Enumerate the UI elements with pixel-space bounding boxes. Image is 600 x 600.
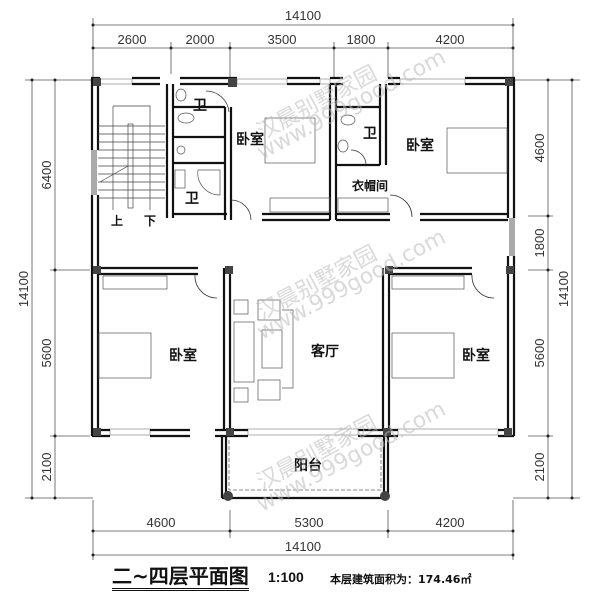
- dim-right-2: 1800: [532, 229, 547, 258]
- room-living: 客厅: [310, 343, 339, 360]
- stair-up-label: 上: [111, 213, 123, 228]
- fixtures: [98, 88, 508, 403]
- side-window-left: [91, 150, 97, 195]
- windows: [99, 78, 499, 436]
- dim-top-3: 3500: [268, 32, 297, 47]
- dim-top-2: 2000: [186, 32, 215, 47]
- room-bathroom-2: 卫: [185, 191, 199, 207]
- dim-right-1: 4600: [532, 134, 547, 163]
- dim-top-total: 14100: [285, 8, 321, 23]
- dim-right-total: 14100: [556, 271, 571, 307]
- staircase: [98, 105, 165, 210]
- dim-right-4: 2100: [532, 453, 547, 482]
- columns: [93, 78, 514, 501]
- dim-top-5: 4200: [436, 32, 465, 47]
- room-balcony: 阳台: [294, 457, 322, 474]
- dim-left-total: 14100: [16, 271, 31, 307]
- dim-left-3: 2100: [39, 453, 54, 482]
- plan-title: 二~四层平面图: [112, 565, 249, 591]
- room-bathroom-3: 卫: [363, 126, 377, 142]
- dim-bottom-3: 4200: [436, 515, 465, 530]
- room-bathroom-1: 卫: [193, 98, 207, 114]
- dim-top-1: 2600: [118, 32, 147, 47]
- dim-bottom-2: 5300: [295, 515, 324, 530]
- side-window-right: [509, 218, 515, 256]
- room-bedroom-top-right: 卧室: [406, 137, 434, 154]
- stair-down-label: 下: [144, 214, 156, 228]
- room-bedroom-bottom-right: 卧室: [462, 347, 490, 364]
- dimension-ticks: [30, 23, 574, 557]
- dim-top-4: 1800: [347, 32, 376, 47]
- room-bedroom-top-middle: 卧室: [236, 131, 264, 148]
- room-bedroom-bottom-left: 卧室: [169, 347, 197, 364]
- dim-bottom-total: 14100: [285, 539, 321, 554]
- svg-text:www.999good.com: www.999good.com: [253, 225, 450, 346]
- plan-scale: 1:100: [268, 569, 304, 585]
- room-closet: 衣帽间: [352, 178, 388, 193]
- dim-left-1: 6400: [39, 161, 54, 190]
- doors: [194, 90, 495, 299]
- dim-right-3: 5600: [532, 339, 547, 368]
- watermarks: 汉晨别墅家园 www.999good.com 汉晨别墅家园 www.999goo…: [253, 45, 450, 518]
- dim-bottom-1: 4600: [147, 515, 176, 530]
- balcony-railing: [228, 440, 382, 491]
- dim-left-2: 5600: [39, 339, 54, 368]
- floor-area-label: 本层建筑面积为：174.46㎡: [330, 573, 472, 586]
